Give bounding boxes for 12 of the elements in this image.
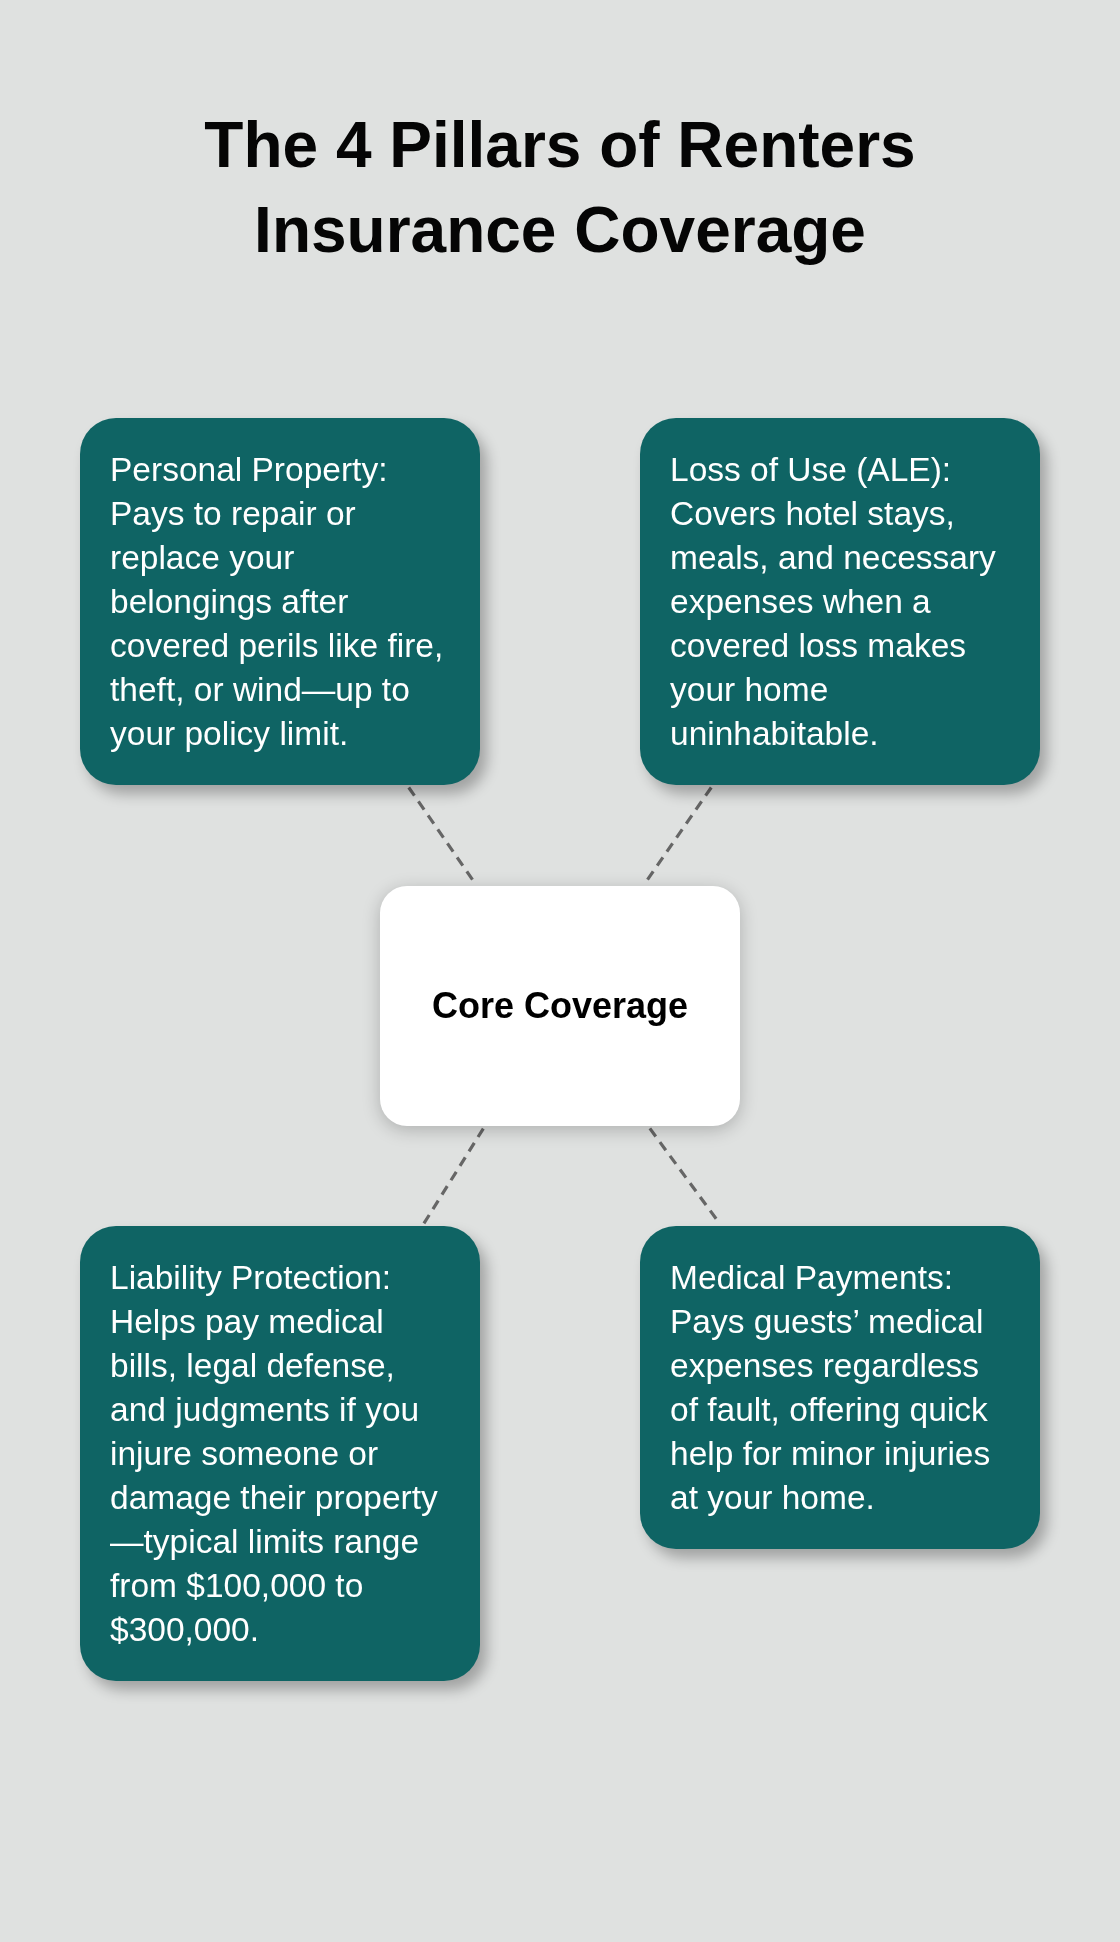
card-text: Liability Protection: Helps pay medical bills, legal defense, and judgments if you injure someone or damage their property—typical limits range from $100,000 to $300,000. xyxy=(110,1258,439,1650)
card-text: Loss of Use (ALE): Covers hotel stays, meals, and necessary expenses when a covered loss makes your home uninhabitable. xyxy=(670,450,997,754)
title: The 4 Pillars of Renters Insurance Coverage xyxy=(203,108,917,268)
connector-line xyxy=(422,1127,485,1225)
center-label: Core Coverage xyxy=(431,984,689,1028)
card-text: Medical Payments: Pays guests’ medical expenses regardless of fault, offering quick help for minor injuries at your home. xyxy=(670,1258,992,1518)
coverage-card xyxy=(80,418,480,785)
center-box xyxy=(380,886,740,1126)
coverage-card xyxy=(640,418,1040,785)
card-text: Personal Property: Pays to repair or replace your belongings after covered perils like fire, theft, or wind—up to your policy limit. xyxy=(110,450,445,754)
coverage-card xyxy=(80,1226,480,1681)
coverage-card xyxy=(640,1226,1040,1549)
